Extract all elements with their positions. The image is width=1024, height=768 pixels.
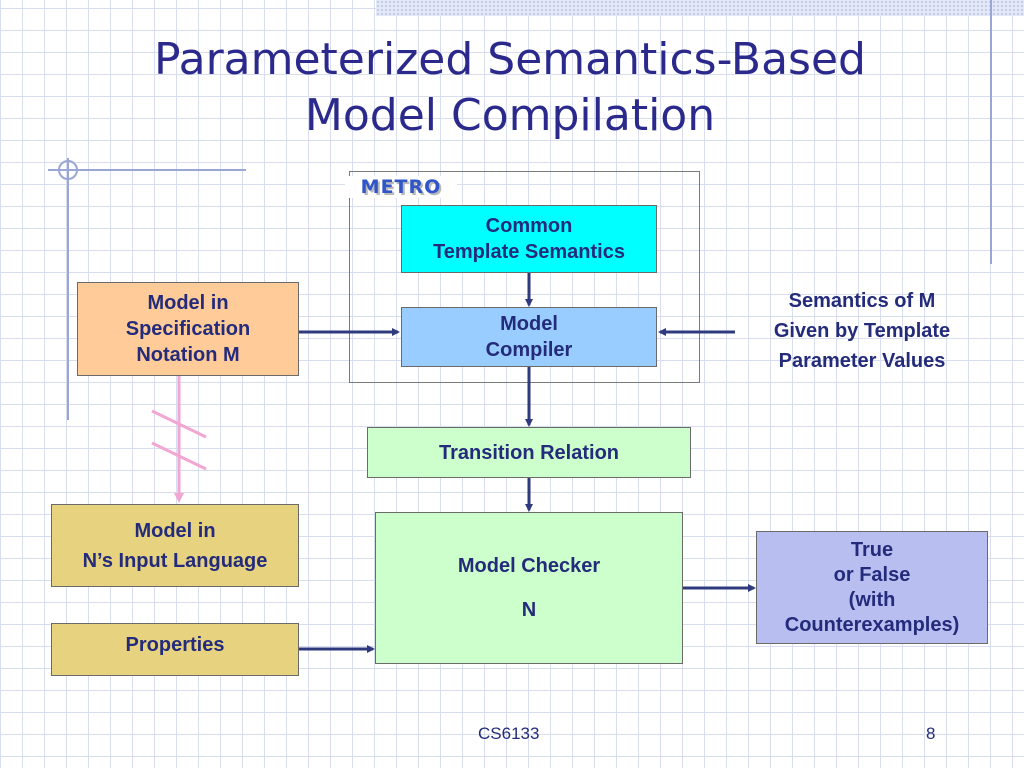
slide-title: Parameterized Semantics-Based Model Comp… <box>100 32 920 144</box>
decor-horizontal-line <box>48 169 246 171</box>
model-spec-line-3: Notation M <box>136 344 240 366</box>
model-checker-line-1: Model Checker <box>457 555 601 577</box>
slide-number: 8 <box>926 724 936 743</box>
result-line-2: or False <box>833 563 911 586</box>
common-template-line-2: Template Semantics <box>433 241 625 263</box>
model-spec-line-2: Specification <box>125 318 251 340</box>
model-input-line-1: Model in <box>134 519 216 542</box>
model-input-language-box: Model in N’s Input Language <box>51 504 299 587</box>
result-line-3: (with <box>848 588 896 611</box>
transition-relation-box: Transition Relation <box>367 427 691 478</box>
model-checker-box: Model Checker N <box>375 512 683 664</box>
result-line-4: Counterexamples) <box>784 613 960 636</box>
semantics-label-line-2: Given by Template <box>773 320 951 342</box>
model-spec-line-1: Model in <box>147 292 229 314</box>
result-box: True or False (with Counterexamples) <box>756 531 988 644</box>
properties-box: Properties <box>51 623 299 676</box>
result-line-1: True <box>850 538 894 561</box>
metro-logo: METRO <box>345 176 457 198</box>
semantics-label-line-1: Semantics of M <box>788 290 936 312</box>
common-template-semantics-box: Common Template Semantics <box>401 205 657 273</box>
slide-title-line-2: Model Compilation <box>304 90 716 141</box>
model-spec-notation-box: Model in Specification Notation M <box>77 282 299 376</box>
transition-relation-label: Transition Relation <box>438 441 620 464</box>
model-compiler-line-2: Compiler <box>485 339 573 361</box>
model-compiler-box: Model Compiler <box>401 307 657 367</box>
model-compiler-line-1: Model <box>500 313 558 335</box>
semantics-label-line-3: Parameter Values <box>778 350 946 372</box>
break-mark-upper <box>151 409 207 439</box>
metro-frame <box>349 171 700 383</box>
semantics-label: Semantics of M Given by Template Paramet… <box>742 286 982 376</box>
break-mark-lower <box>151 441 207 471</box>
model-checker-line-2: N <box>521 599 537 621</box>
top-decoration-band <box>376 0 1024 16</box>
decor-vertical-line-left <box>67 158 69 420</box>
decor-circle-icon <box>58 160 78 180</box>
slide-title-line-1: Parameterized Semantics-Based <box>154 34 866 85</box>
model-input-line-2: N’s Input Language <box>82 549 268 572</box>
footer-course-label: CS6133 <box>478 724 540 743</box>
common-template-line-1: Common <box>485 215 573 237</box>
decor-vertical-line-right <box>990 0 992 264</box>
properties-label: Properties <box>125 634 225 656</box>
